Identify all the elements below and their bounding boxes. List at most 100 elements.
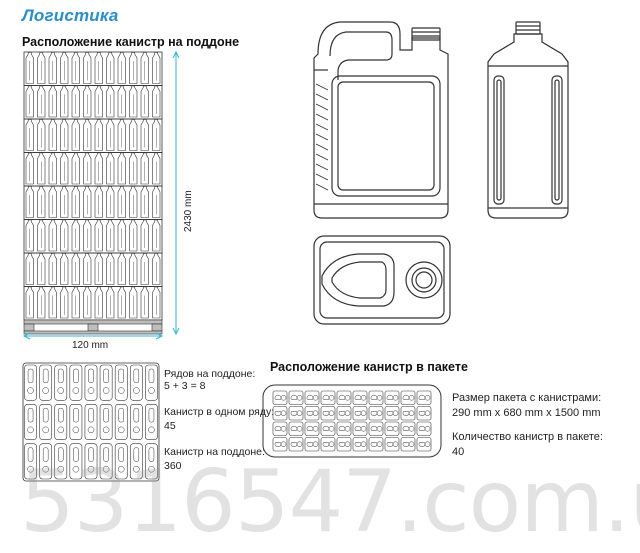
package-canister — [384, 437, 400, 452]
canister-outline — [129, 186, 138, 218]
canister-outline — [60, 253, 69, 285]
layer-canister-neck — [57, 387, 65, 394]
package-size-label: Размер пакета с канистрами: — [452, 392, 602, 404]
layer-canister-neck — [117, 426, 125, 434]
package-canister — [320, 437, 336, 452]
layer-canister-handle — [148, 408, 155, 423]
package-canister-neck — [392, 426, 399, 432]
canister-outline — [37, 152, 46, 185]
layer-canister-neck — [27, 465, 34, 473]
layer-canister-neck — [72, 387, 80, 394]
package-canister — [272, 421, 288, 436]
layer-canister — [114, 443, 128, 480]
package-canister-neck — [424, 395, 431, 401]
package-canister-handle — [402, 395, 410, 400]
canister-outline — [83, 186, 92, 218]
canister-outline — [71, 85, 80, 118]
package-canister — [320, 406, 336, 421]
package-canister-handle — [274, 411, 282, 416]
package-canister-handle — [306, 442, 314, 447]
package-canister — [400, 437, 416, 452]
package-canister-handle — [322, 426, 330, 431]
canister-outline — [60, 286, 69, 319]
canister-outline — [37, 253, 46, 285]
package-canister — [336, 390, 352, 405]
package-canister-neck — [344, 426, 351, 432]
package-canister — [336, 406, 352, 421]
package-canister-handle — [386, 395, 394, 400]
canister-outline — [94, 152, 103, 185]
package-canister-neck — [360, 441, 367, 447]
layer-canister-handle — [133, 408, 140, 423]
package-canister — [368, 390, 384, 405]
package-canister-handle — [386, 442, 394, 447]
package-canister-neck — [376, 410, 383, 416]
canister-outline — [25, 119, 34, 151]
canister-outline — [25, 52, 34, 84]
package-canister — [336, 437, 352, 452]
canister-outline — [83, 152, 92, 185]
package-canister-handle — [290, 395, 298, 400]
layer-canister — [84, 364, 98, 401]
canister-outline — [106, 85, 115, 118]
package-canister — [272, 390, 288, 405]
canister-outline — [25, 186, 34, 218]
package-canister — [368, 421, 384, 436]
package-canister — [400, 390, 416, 405]
canister-outline — [117, 152, 126, 185]
canister-outline — [94, 85, 103, 118]
canister-outline — [71, 186, 80, 218]
package-canister-handle — [354, 395, 362, 400]
package-canister-neck — [360, 410, 367, 416]
layer-canister-handle — [73, 408, 79, 423]
canister-outline — [106, 286, 115, 319]
canister-outline — [25, 85, 34, 118]
package-canister-neck — [296, 410, 303, 416]
canister-outline — [152, 52, 161, 84]
canister-outline — [94, 253, 103, 285]
package-canister-handle — [402, 442, 410, 447]
canister-outline — [140, 253, 149, 285]
layer-frame — [22, 362, 160, 482]
layer-canister — [114, 364, 128, 401]
layer-canister-neck — [148, 426, 155, 434]
canister-outline — [152, 286, 161, 319]
canister-outline — [83, 286, 92, 319]
layer-canister-handle — [27, 447, 34, 462]
canister-outline — [94, 119, 103, 151]
package-count-value: 40 — [452, 446, 465, 458]
canister-outline — [37, 186, 46, 218]
package-canister-neck — [328, 441, 335, 447]
canister-outline — [140, 52, 149, 84]
canister-outline — [37, 85, 46, 118]
package-top-view — [262, 384, 442, 458]
layer-canister — [145, 364, 158, 401]
package-canister — [400, 406, 416, 421]
layer-canister-neck — [42, 465, 49, 473]
package-canister-handle — [322, 395, 330, 400]
package-canister-neck — [408, 426, 415, 432]
layer-canister — [69, 364, 83, 401]
width-arrow-right — [155, 332, 164, 340]
canister-outline — [152, 219, 161, 252]
package-canister — [416, 421, 432, 436]
canister-outline — [129, 286, 138, 319]
canister-outline — [25, 286, 34, 319]
canister-front-view — [313, 21, 449, 219]
pallet-heading: Расположение канистр на поддоне — [22, 35, 240, 49]
canister-outline — [152, 119, 161, 151]
package-canister-handle — [306, 426, 314, 431]
layer-canister — [99, 443, 113, 480]
package-canister — [304, 406, 320, 421]
package-canister — [416, 437, 432, 452]
canister-outline — [25, 152, 34, 185]
package-canister-handle — [418, 411, 426, 416]
layer-canister-handle — [58, 368, 64, 384]
canister-outline — [94, 286, 103, 319]
package-canister-neck — [328, 395, 335, 401]
pallet-deck — [23, 319, 163, 325]
layer-canister-neck — [72, 465, 80, 473]
package-canister-neck — [280, 441, 287, 447]
layer-canister-handle — [88, 447, 94, 462]
